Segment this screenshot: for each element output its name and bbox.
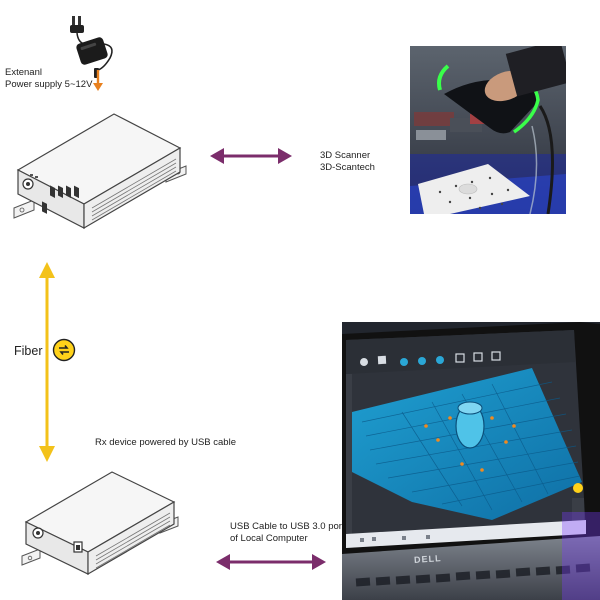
scanner-label-line2: 3D-Scantech <box>320 162 375 173</box>
power-arrow-icon <box>92 70 104 92</box>
power-supply-label: Extenanl Power supply 5~12V <box>5 67 92 91</box>
fiber-label: Fiber <box>14 344 43 358</box>
rx-device-box <box>20 460 180 576</box>
usb-cable-label: USB Cable to USB 3.0 port of Local Compu… <box>230 521 345 545</box>
usb-cable-label-line1: USB Cable to USB 3.0 port <box>230 521 345 532</box>
scanner-link-arrow-icon <box>210 146 292 166</box>
usb-cable-label-line2: of Local Computer <box>230 533 308 544</box>
laptop-brand-logo: DELL <box>413 553 442 565</box>
scanner-photo <box>410 46 566 214</box>
power-adapter-icon <box>64 12 124 92</box>
rx-device-label: Rx device powered by USB cable <box>95 437 236 448</box>
power-supply-label-line2: Power supply 5~12V <box>5 79 93 90</box>
scanner-label: 3D Scanner 3D-Scantech <box>320 150 375 174</box>
laptop-photo: DELL <box>342 322 600 600</box>
tx-device-box <box>8 100 188 230</box>
power-supply-label-line1: Extenanl <box>5 67 42 78</box>
fiber-link-arrow-icon <box>36 262 58 462</box>
fiber-swap-icon <box>52 338 76 362</box>
scanner-label-line1: 3D Scanner <box>320 150 371 161</box>
usb-link-arrow-icon <box>216 552 326 572</box>
